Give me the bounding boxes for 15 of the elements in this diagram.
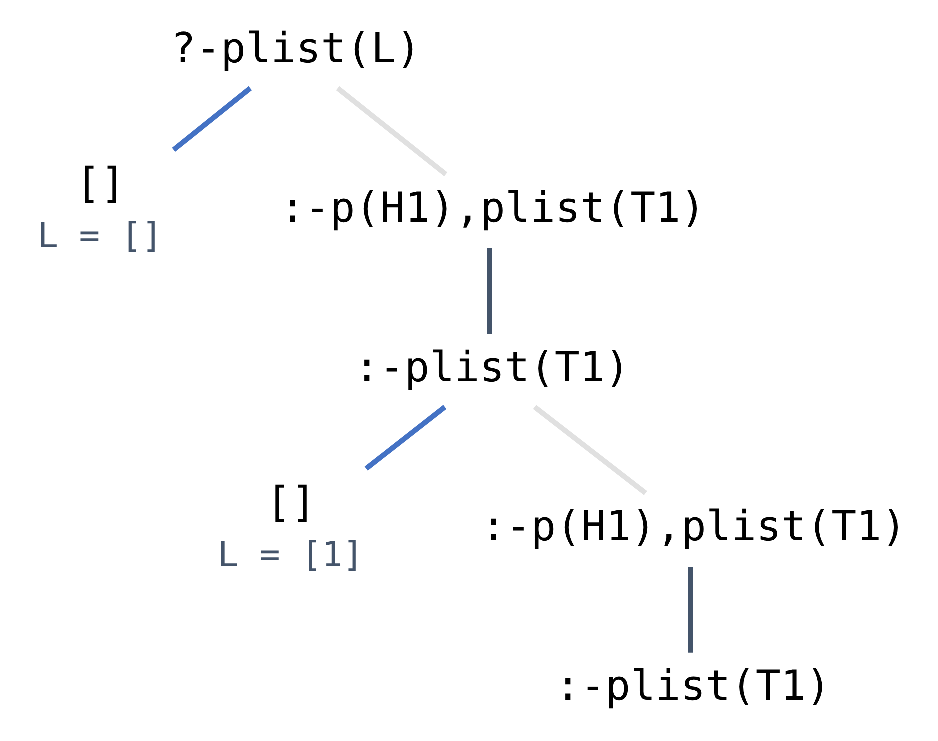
node-text: []: [266, 477, 316, 526]
node-label: L = [1]: [218, 535, 364, 576]
connector: [533, 405, 648, 496]
connector: [487, 248, 492, 334]
node-text: :-plist(T1): [354, 342, 630, 392]
connector: [172, 86, 252, 152]
connector: [688, 567, 694, 653]
node-label: L = []: [38, 216, 163, 256]
node-text: :-p(H1),plist(T1): [481, 502, 907, 551]
node-text: []: [76, 158, 126, 208]
node-text: ?-plist(L): [170, 23, 422, 72]
node-text: :-plist(T1): [556, 661, 831, 710]
node-text: :-p(H1),plist(T1): [280, 182, 706, 232]
connector: [364, 405, 447, 471]
connector: [336, 86, 448, 177]
